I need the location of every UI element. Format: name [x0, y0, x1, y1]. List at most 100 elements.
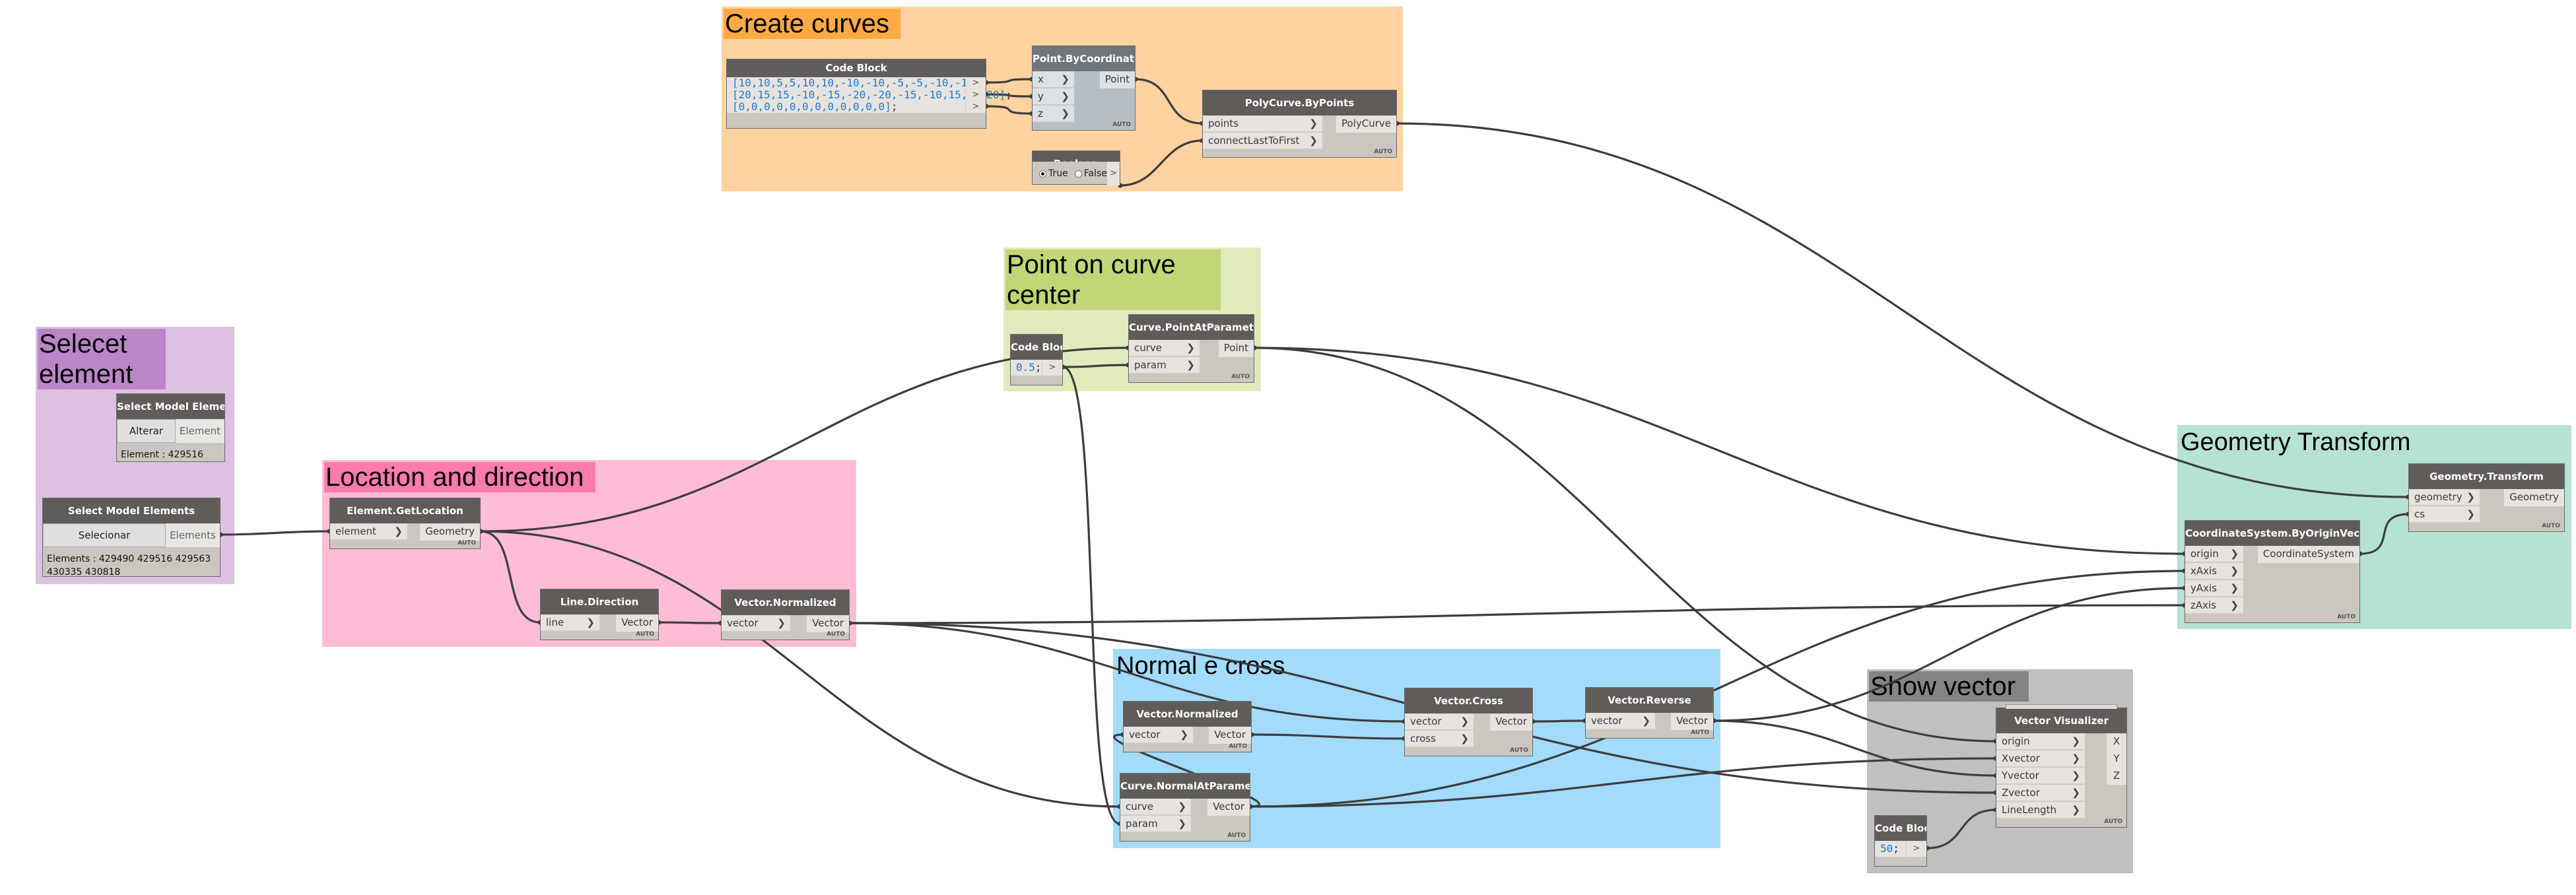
- code-line[interactable]: [0,0,0,0,0,0,0,0,0,0,0,0];>: [727, 101, 986, 113]
- output-ports: Vector: [1209, 727, 1251, 744]
- output-port-vector[interactable]: Vector: [807, 615, 849, 632]
- node-code-block[interactable]: Code Block50;>: [1874, 815, 1927, 867]
- wire-code-param-to-normal-at-param[interactable]: [1062, 366, 1120, 825]
- output-port-point[interactable]: Point: [1218, 340, 1254, 357]
- input-ports: vector❯cross❯: [1405, 713, 1474, 748]
- radio-false[interactable]: False: [1074, 168, 1107, 179]
- output-port-vector[interactable]: Vector: [616, 614, 658, 632]
- input-port-linelength[interactable]: LineLength❯: [1996, 802, 2085, 819]
- node-boolean[interactable]: BooleanTrueFalse>: [1032, 150, 1120, 185]
- output-port[interactable]: >: [965, 89, 986, 101]
- output-port-point[interactable]: Point: [1099, 71, 1135, 88]
- radio-button-icon[interactable]: [1074, 170, 1082, 178]
- input-port-xaxis[interactable]: xAxis❯: [2185, 563, 2243, 580]
- input-port-cross[interactable]: cross❯: [1405, 731, 1474, 748]
- code-line[interactable]: 50;>: [1875, 841, 1926, 857]
- input-port-zaxis[interactable]: zAxis❯: [2185, 597, 2243, 614]
- input-port-line[interactable]: line❯: [541, 614, 599, 632]
- node-code-block[interactable]: Code Block0.5;>: [1010, 334, 1063, 385]
- radio-button-icon[interactable]: [1039, 170, 1046, 178]
- input-port-zvector[interactable]: Zvector❯: [1996, 785, 2085, 802]
- input-port-vector[interactable]: vector❯: [1405, 713, 1474, 731]
- input-port-connectlasttofirst[interactable]: connectLastToFirst❯: [1203, 133, 1322, 150]
- input-port-z[interactable]: z❯: [1033, 106, 1074, 123]
- output-port-polycurve[interactable]: PolyCurve: [1336, 116, 1396, 133]
- input-port-cs[interactable]: cs❯: [2409, 506, 2480, 523]
- input-port-element[interactable]: element❯: [330, 523, 407, 541]
- input-ports: vector❯: [1124, 727, 1193, 744]
- input-port-param[interactable]: param❯: [1120, 816, 1191, 833]
- input-port-vector[interactable]: vector❯: [722, 615, 790, 632]
- radio-label: False: [1083, 168, 1107, 179]
- input-port-geometry[interactable]: geometry❯: [2409, 489, 2480, 506]
- group-title: Normal e cross: [1115, 651, 1288, 681]
- node-select-model-element[interactable]: Select Model ElementAlterarElementElemen…: [116, 393, 225, 462]
- port-label: element: [335, 525, 376, 537]
- input-port-origin[interactable]: origin❯: [2185, 546, 2243, 563]
- radio-true[interactable]: True: [1039, 168, 1068, 179]
- input-port-yaxis[interactable]: yAxis❯: [2185, 580, 2243, 597]
- input-port-y[interactable]: y❯: [1033, 88, 1074, 106]
- wire-select-elements-to-get-location[interactable]: [220, 530, 330, 536]
- node-title: Vector Visualizer: [1996, 708, 2126, 733]
- output-port[interactable]: >: [965, 77, 986, 89]
- lacing-label: AUTO: [2337, 614, 2356, 620]
- alterar-button[interactable]: Alterar: [117, 419, 176, 443]
- node-curve-normalatparameter[interactable]: Curve.NormalAtParametercurve❯param❯Vecto…: [1120, 773, 1250, 842]
- output-port-z[interactable]: Z: [2107, 768, 2126, 785]
- output-port-geometry[interactable]: Geometry: [2504, 489, 2564, 506]
- output-port[interactable]: >: [1106, 162, 1120, 185]
- code-line[interactable]: [20,15,15,-10,-15,-20,-20,-15,-10,15,15,…: [727, 89, 1012, 101]
- node-code-block[interactable]: Code Block[10,10,5,5,10,10,-10,-10,-5,-5…: [726, 59, 1012, 129]
- input-port-vector[interactable]: vector❯: [1124, 727, 1193, 744]
- output-port[interactable]: >: [965, 101, 986, 113]
- code-line[interactable]: [10,10,5,5,10,10,-10,-10,-5,-5,-10,-10];…: [727, 77, 986, 89]
- selecionar-button[interactable]: Selecionar: [43, 523, 166, 547]
- input-port-yvector[interactable]: Yvector❯: [1996, 768, 2085, 785]
- input-port-origin[interactable]: origin❯: [1996, 733, 2085, 750]
- output-port-vector[interactable]: Vector: [1671, 713, 1713, 730]
- wire-normalized-1-to-coord-system[interactable]: [849, 604, 2185, 624]
- group-title: Selecet element: [38, 329, 166, 389]
- output-port-elements[interactable]: Elements: [166, 523, 220, 547]
- input-port-xvector[interactable]: Xvector❯: [1996, 750, 2085, 768]
- selection-result: Elements : 429490 429516 429563 430335 4…: [47, 554, 211, 578]
- node-body: origin❯Xvector❯Yvector❯Zvector❯LineLengt…: [1996, 733, 2126, 819]
- input-port-vector[interactable]: vector❯: [1586, 713, 1655, 730]
- output-port-vector[interactable]: Vector: [1207, 799, 1250, 816]
- output-port-vector[interactable]: Vector: [1490, 713, 1532, 731]
- input-port-x[interactable]: x❯: [1033, 71, 1074, 88]
- output-port-coordinatesystem[interactable]: CoordinateSystem: [2257, 546, 2359, 563]
- code-semicolon: ;: [1005, 88, 1012, 101]
- output-port[interactable]: >: [1906, 841, 1926, 857]
- lacing-label: AUTO: [1691, 729, 1709, 736]
- output-port-geometry[interactable]: Geometry: [420, 523, 480, 541]
- output-port-element[interactable]: Element: [175, 419, 224, 443]
- code-line[interactable]: 0.5;>: [1011, 360, 1062, 376]
- input-port-curve[interactable]: curve❯: [1129, 340, 1200, 357]
- input-port-curve[interactable]: curve❯: [1120, 799, 1191, 816]
- output-port-x[interactable]: X: [2107, 733, 2126, 750]
- wire-point-at-param-to-coord-system[interactable]: [1254, 347, 2185, 555]
- input-port-points[interactable]: points❯: [1203, 116, 1322, 133]
- port-label: y: [1038, 90, 1044, 102]
- input-ports: vector❯: [1586, 713, 1655, 730]
- output-port[interactable]: >: [1042, 360, 1062, 376]
- output-port-y[interactable]: Y: [2107, 750, 2126, 768]
- input-port-param[interactable]: param❯: [1129, 357, 1200, 374]
- output-port-vector[interactable]: Vector: [1209, 727, 1251, 744]
- node-coordinatesystem-byoriginvectors[interactable]: CoordinateSystem.ByOriginVectorsorigin❯x…: [2185, 520, 2360, 623]
